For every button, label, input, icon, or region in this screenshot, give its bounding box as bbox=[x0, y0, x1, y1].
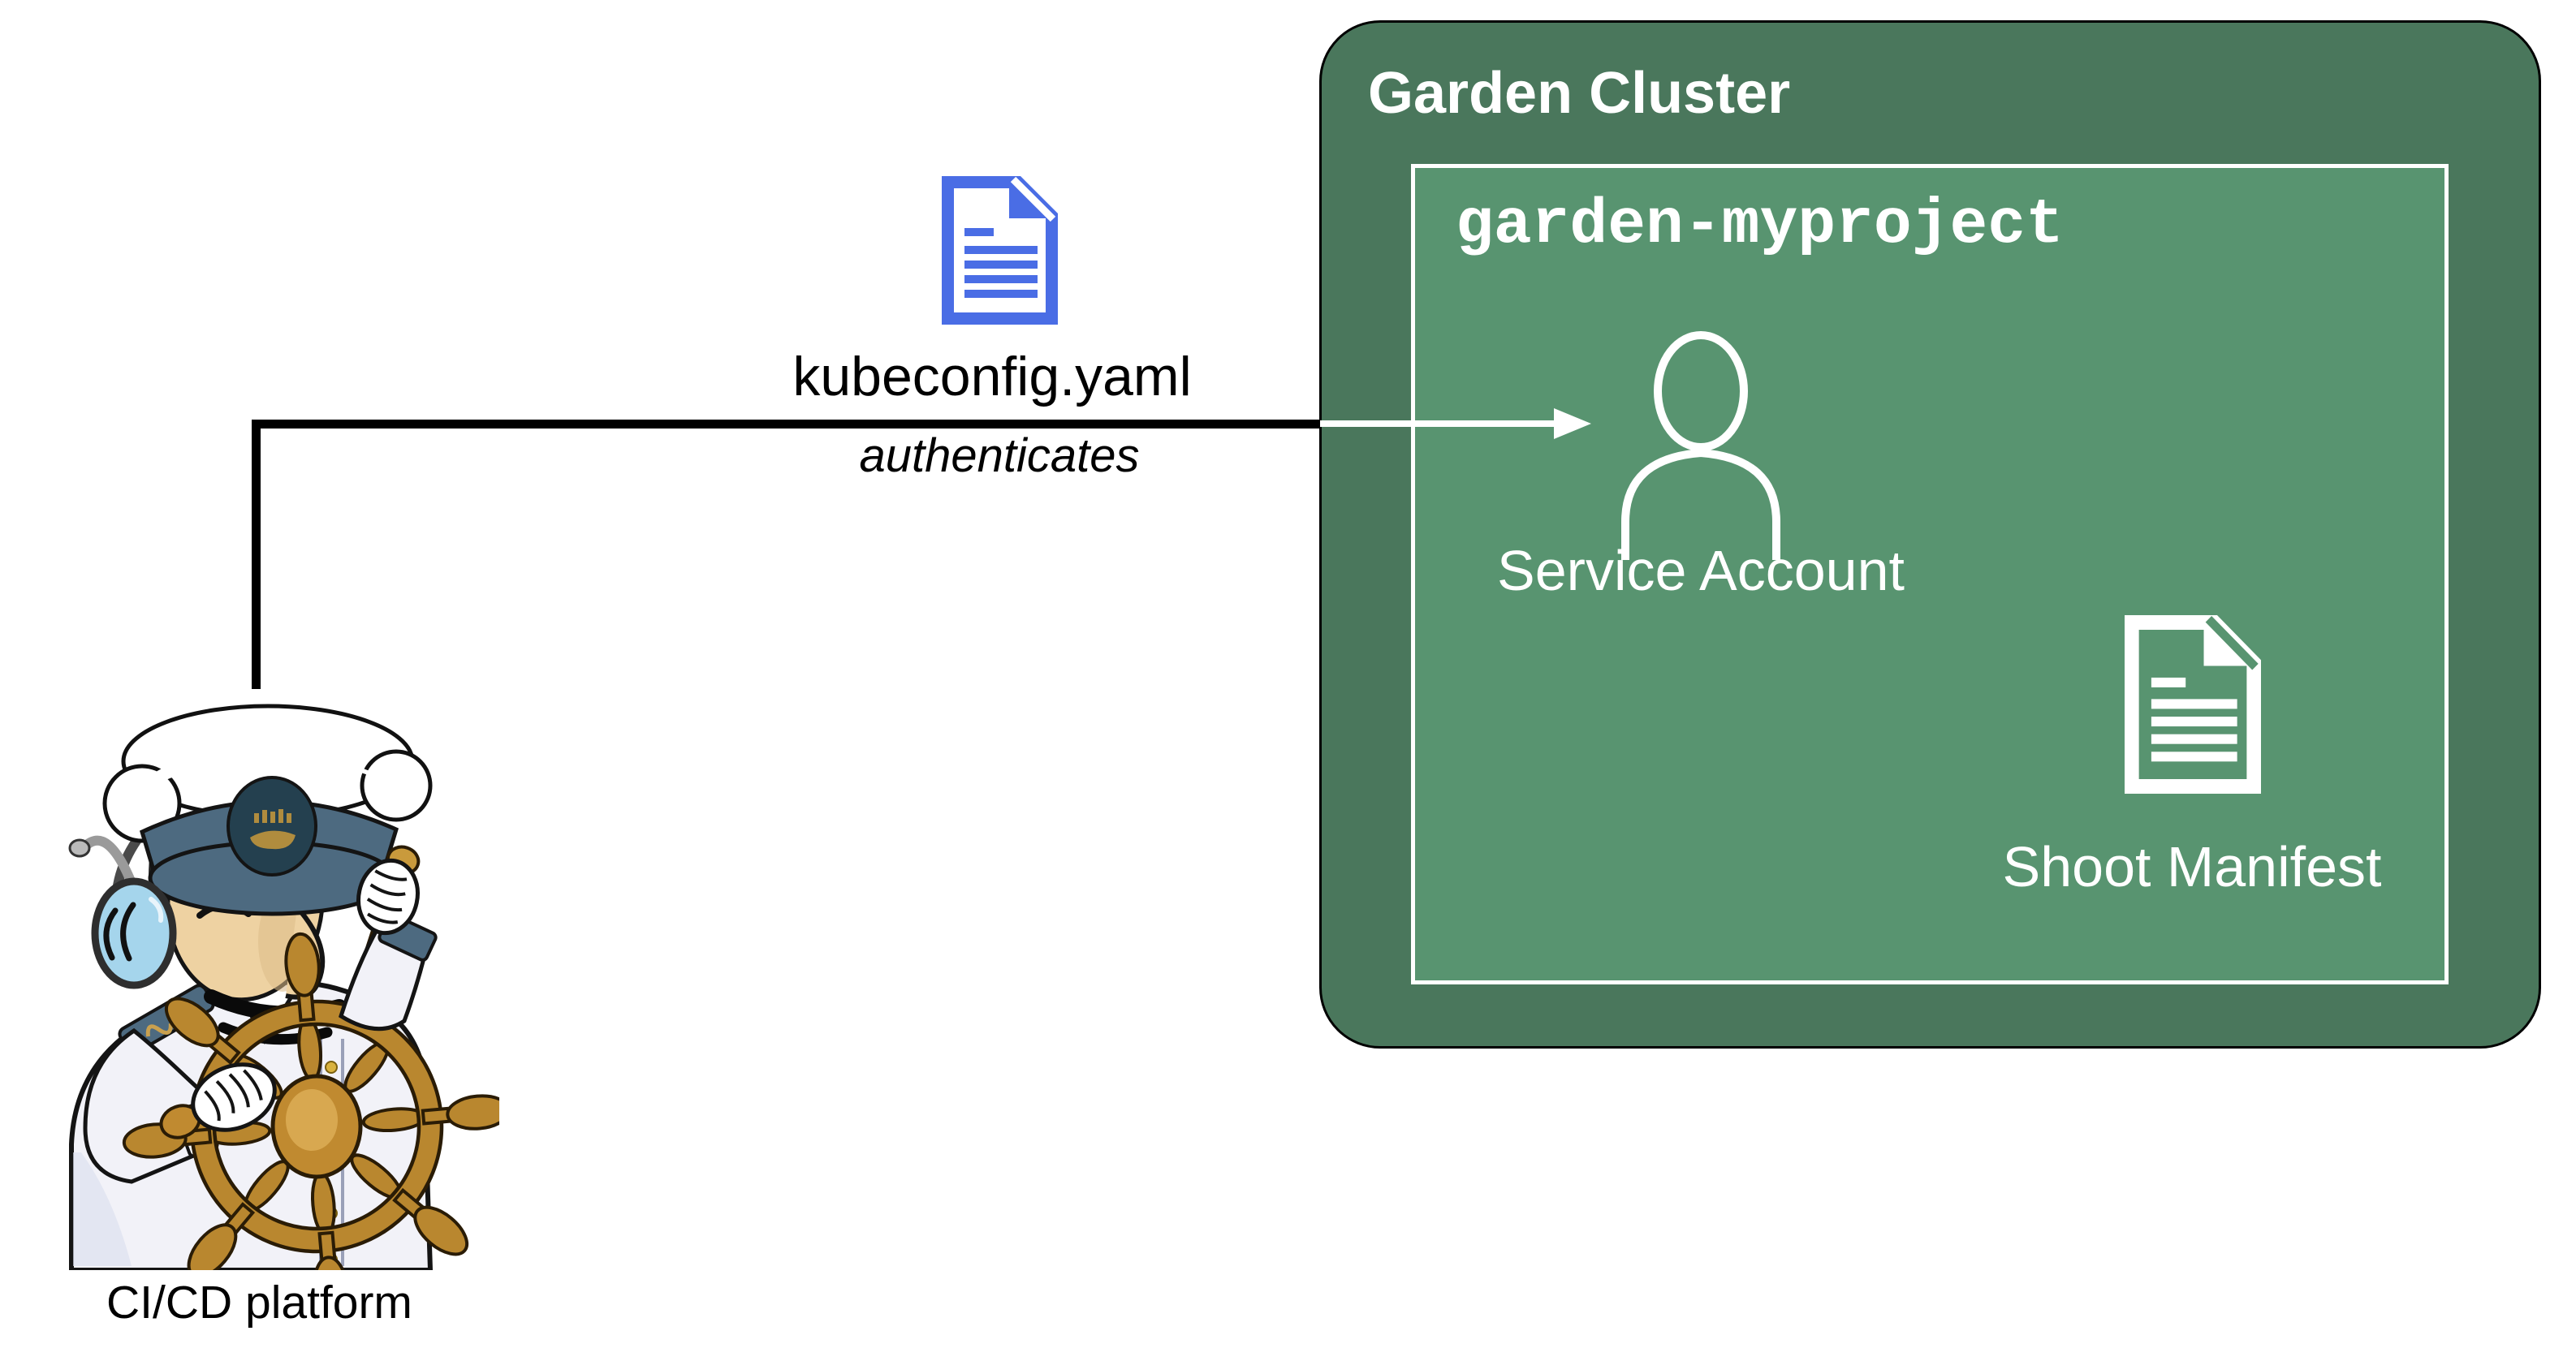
project-namespace-box: garden-myproject bbox=[1411, 164, 2449, 984]
document-text-lines bbox=[964, 228, 1038, 298]
document-fold-gap bbox=[1010, 176, 1056, 222]
yaml-document-icon bbox=[942, 176, 1058, 325]
person-head bbox=[1654, 331, 1748, 451]
wheel-ring bbox=[192, 1001, 442, 1251]
connector-line-horizontal bbox=[252, 420, 1322, 429]
arrow-head bbox=[1554, 408, 1591, 439]
right-glove bbox=[356, 858, 420, 936]
uniform-shading bbox=[73, 1152, 132, 1266]
cicd-platform-label: CI/CD platform bbox=[106, 1277, 412, 1329]
right-arrow-icon bbox=[1320, 408, 1591, 439]
left-glove bbox=[191, 1062, 277, 1132]
jenkins-captain-mascot bbox=[68, 704, 499, 1270]
connector-line-vertical bbox=[252, 420, 261, 689]
garden-cluster-box: Garden Cluster garden-myproject bbox=[1319, 20, 2541, 1049]
wheel-hub-highlight bbox=[286, 1089, 338, 1151]
garden-cluster-title: Garden Cluster bbox=[1368, 61, 1791, 126]
document-fold-gap bbox=[2205, 615, 2259, 670]
shoot-manifest-label: Shoot Manifest bbox=[2002, 835, 2382, 898]
kubeconfig-label: kubeconfig.yaml bbox=[792, 346, 1192, 407]
earcup-swoosh bbox=[120, 902, 136, 962]
badge-emblem bbox=[250, 809, 296, 850]
hat-fill bbox=[134, 752, 406, 795]
person-shoulders bbox=[1621, 448, 1780, 560]
headphone-earcup bbox=[91, 877, 177, 989]
person-icon bbox=[1621, 331, 1780, 560]
manifest-document-icon bbox=[2125, 615, 2261, 794]
document-text-lines bbox=[2151, 677, 2237, 762]
hat-badge bbox=[227, 776, 317, 876]
earcup-shine bbox=[149, 897, 164, 923]
authenticates-label: authenticates bbox=[859, 429, 1140, 482]
earcup-swoosh bbox=[103, 907, 119, 961]
service-account-label: Service Account bbox=[1497, 539, 1905, 602]
headset-mic-tip bbox=[68, 838, 91, 858]
ships-wheel bbox=[122, 845, 499, 1270]
project-namespace-title: garden-myproject bbox=[1456, 190, 2064, 261]
